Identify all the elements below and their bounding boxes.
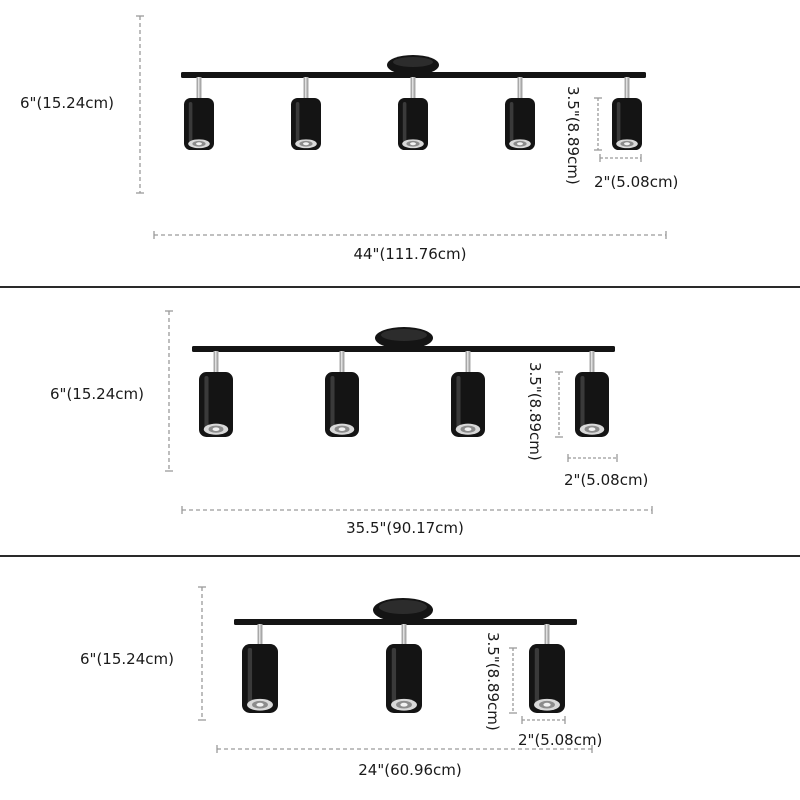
lamp-shade-highlight xyxy=(204,376,209,429)
lamp-stem-shine xyxy=(467,351,469,372)
lamp-shade-highlight xyxy=(509,102,514,142)
shade-height-dimension-label: 3.5"(8.89cm) xyxy=(484,632,502,731)
track-bar xyxy=(181,72,646,78)
shade-width-dimension-label: 2"(5.08cm) xyxy=(564,471,648,489)
lamp-bulb-center xyxy=(464,427,472,432)
lamp-bulb-center xyxy=(624,142,630,146)
lamp-stem-shine xyxy=(546,624,548,644)
lamp-stem-shine xyxy=(198,77,200,98)
shade-height-dimension-label: 3.5"(8.89cm) xyxy=(564,86,582,185)
panel-four-lights: 6"(15.24cm) 35.5"(90.17cm) 3.5"(8.89cm) … xyxy=(50,310,653,537)
fixture-three-lights xyxy=(234,598,577,713)
lamp-shade-highlight xyxy=(534,648,540,705)
lamp-bulb-center xyxy=(303,142,309,146)
lamp-shade-highlight xyxy=(330,376,335,429)
lamp-bulb-center xyxy=(338,427,346,432)
lamp-stem-shine xyxy=(626,77,628,98)
shade-width-dimension-label: 2"(5.08cm) xyxy=(594,173,678,191)
height-dimension-label: 6"(15.24cm) xyxy=(80,650,174,668)
lamp-shade-highlight xyxy=(456,376,461,429)
fixture-five-lights xyxy=(181,55,646,150)
lamp-stem-shine xyxy=(403,624,405,644)
lamp-bulb-center xyxy=(212,427,220,432)
canopy-highlight xyxy=(393,57,433,67)
lamp-shade-highlight xyxy=(402,102,407,142)
shade-width-dimension-label: 2"(5.08cm) xyxy=(518,731,602,749)
lamp-stem-shine xyxy=(341,351,343,372)
lamp-stem-shine xyxy=(305,77,307,98)
lamp-bulb-center xyxy=(543,702,551,707)
panel-five-lights: 6"(15.24cm) 44"(111.76cm) 3.5"(8.89cm) 2… xyxy=(20,15,678,263)
width-dimension-label: 24"(60.96cm) xyxy=(358,761,462,779)
lamp-bulb-center xyxy=(517,142,523,146)
height-dimension-label: 6"(15.24cm) xyxy=(20,94,114,112)
lamp-stem-shine xyxy=(519,77,521,98)
track-bar xyxy=(192,346,615,352)
panel-three-lights: 6"(15.24cm) 24"(60.96cm) 3.5"(8.89cm) 2"… xyxy=(80,586,602,779)
canopy-highlight xyxy=(381,329,427,341)
lamp-shade-highlight xyxy=(580,376,585,429)
width-dimension-label: 35.5"(90.17cm) xyxy=(346,519,464,537)
lamp-stem-shine xyxy=(412,77,414,98)
lamp-bulb-center xyxy=(196,142,202,146)
fixture-four-lights xyxy=(192,327,615,437)
lamp-bulb-center xyxy=(410,142,416,146)
lamp-shade-highlight xyxy=(616,102,621,142)
track-bar xyxy=(234,619,577,625)
lamp-stem-shine xyxy=(591,351,593,372)
lamp-shade-highlight xyxy=(295,102,300,142)
lamp-shade-highlight xyxy=(188,102,193,142)
lamp-stem-shine xyxy=(215,351,217,372)
lamp-bulb-center xyxy=(256,702,264,707)
height-dimension-label: 6"(15.24cm) xyxy=(50,385,144,403)
lamp-bulb-center xyxy=(400,702,408,707)
lamp-shade-highlight xyxy=(247,648,253,705)
lamp-stem-shine xyxy=(259,624,261,644)
canopy-highlight xyxy=(379,600,427,614)
shade-height-dimension-label: 3.5"(8.89cm) xyxy=(526,362,544,461)
width-dimension-label: 44"(111.76cm) xyxy=(353,245,466,263)
lamp-bulb-center xyxy=(588,427,596,432)
lamp-shade-highlight xyxy=(391,648,397,705)
